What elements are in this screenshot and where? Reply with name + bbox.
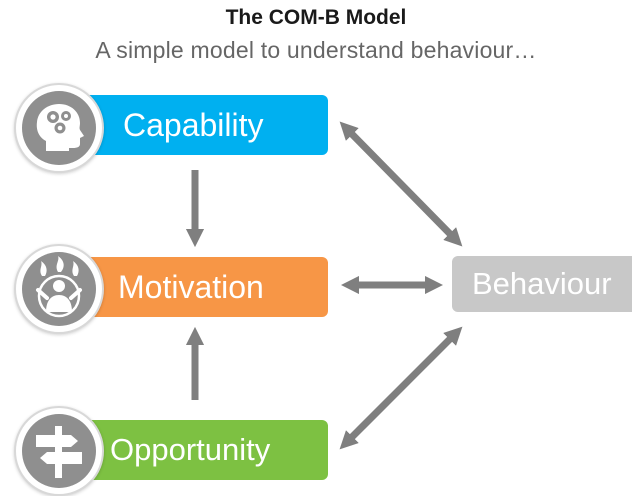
behaviour-box: Behaviour: [452, 256, 632, 312]
behaviour-label: Behaviour: [472, 266, 612, 301]
diagram-title: The COM-B Model: [225, 6, 407, 29]
diagram-subtitle: A simple model to understand behaviour…: [95, 37, 537, 63]
motivation-label: Motivation: [118, 268, 264, 305]
capability-label: Capability: [123, 106, 264, 143]
capability-icon-circle: [14, 83, 104, 173]
motivation-icon-circle: [14, 244, 104, 334]
opportunity-label: Opportunity: [110, 432, 271, 467]
opportunity-icon-circle: [14, 406, 104, 496]
arrow-opportunity-behaviour: [339, 326, 463, 450]
signpost-icon: [36, 426, 82, 478]
arrow-capability-behaviour: [339, 121, 463, 247]
opportunity-box: Opportunity: [58, 420, 328, 480]
person-flames-icon: [36, 256, 82, 318]
head-gears-icon: [36, 104, 84, 151]
